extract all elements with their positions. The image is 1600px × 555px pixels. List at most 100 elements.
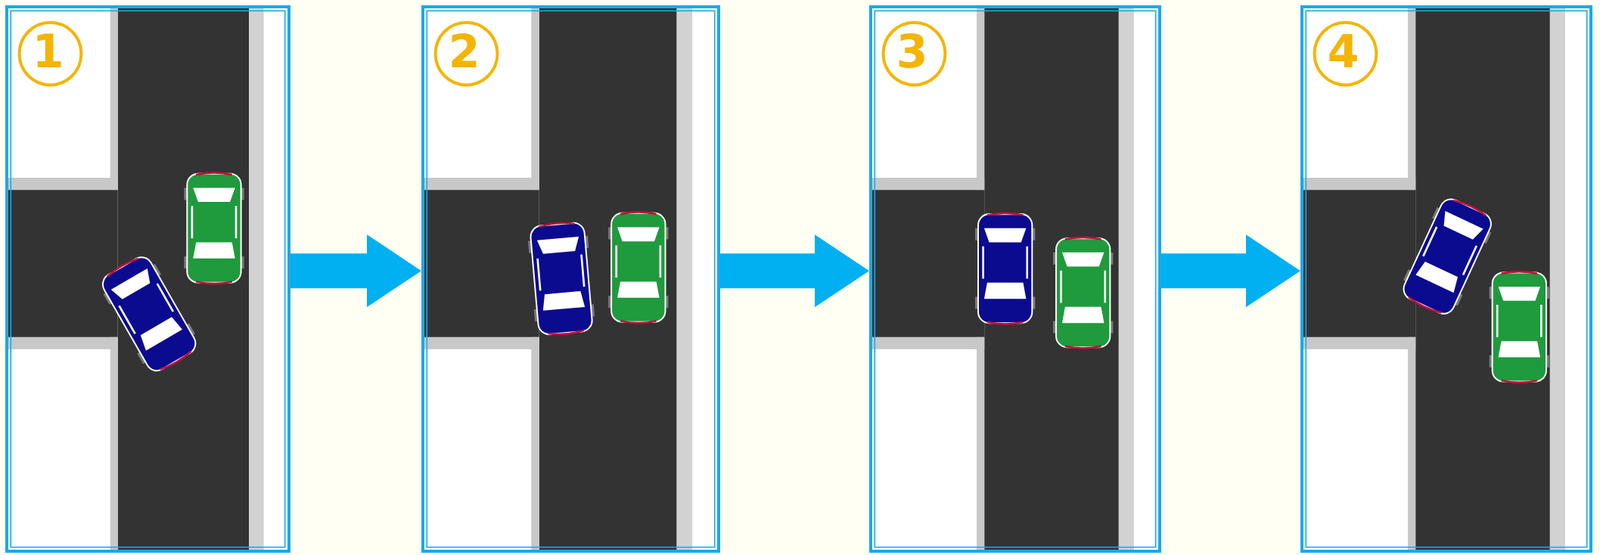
blue-car bbox=[526, 220, 597, 337]
step-panel: 3 bbox=[869, 5, 1162, 554]
sidewalk bbox=[248, 8, 265, 550]
curb bbox=[110, 337, 119, 550]
curb bbox=[424, 337, 540, 350]
car-side-window bbox=[157, 283, 174, 312]
car-window bbox=[537, 236, 581, 255]
inner-frame bbox=[1305, 10, 1587, 547]
car-window bbox=[137, 315, 183, 351]
car-window bbox=[1415, 260, 1461, 293]
blue-car bbox=[1397, 193, 1498, 320]
car-side-window bbox=[537, 258, 541, 292]
car-side-window bbox=[981, 246, 985, 280]
sidewalk bbox=[1118, 8, 1134, 550]
curb bbox=[1407, 337, 1416, 550]
inner-frame bbox=[426, 10, 715, 547]
car-light bbox=[1065, 346, 1102, 349]
road-scene bbox=[424, 8, 718, 550]
car-window bbox=[984, 228, 1026, 243]
curb bbox=[531, 337, 539, 550]
curb bbox=[8, 337, 119, 350]
car-light bbox=[1501, 271, 1538, 274]
car-body bbox=[611, 213, 665, 323]
car-side-window bbox=[1422, 226, 1437, 257]
green-car bbox=[1489, 271, 1550, 383]
car-window bbox=[1498, 286, 1541, 302]
step-panel: 1 bbox=[5, 5, 291, 554]
curb bbox=[872, 177, 985, 190]
ground bbox=[872, 8, 1159, 550]
side-road bbox=[8, 189, 119, 338]
curb bbox=[8, 177, 119, 190]
car-side-window bbox=[1103, 270, 1107, 304]
car-body bbox=[1400, 195, 1495, 318]
step-arrow bbox=[1161, 234, 1301, 308]
car-body bbox=[1056, 238, 1110, 348]
sidewalk bbox=[1550, 8, 1566, 550]
step-number: 2 bbox=[426, 21, 503, 82]
inner-frame bbox=[874, 10, 1156, 547]
car-light bbox=[1065, 237, 1102, 240]
ground bbox=[424, 8, 718, 550]
car-light bbox=[620, 211, 657, 215]
car-light bbox=[538, 221, 575, 227]
car-light bbox=[1453, 198, 1487, 217]
car-window bbox=[1062, 307, 1104, 324]
curb bbox=[976, 337, 985, 550]
curb bbox=[1303, 177, 1416, 190]
ground bbox=[8, 8, 288, 550]
inner-frame bbox=[10, 10, 285, 547]
curb bbox=[424, 177, 540, 190]
road-scene bbox=[1303, 8, 1590, 550]
step-arrow bbox=[720, 234, 870, 308]
car-light bbox=[620, 321, 657, 324]
curb bbox=[872, 337, 985, 350]
sidewalk bbox=[677, 8, 693, 550]
step-arrow bbox=[290, 234, 422, 308]
car-side-window bbox=[615, 245, 618, 278]
side-road bbox=[872, 189, 985, 338]
step-panel: 4 bbox=[1300, 5, 1593, 554]
car-side-window bbox=[118, 305, 135, 334]
car-light bbox=[1407, 297, 1442, 315]
green-car bbox=[183, 172, 244, 284]
car-window bbox=[111, 268, 155, 302]
car-light bbox=[160, 351, 193, 371]
car-window bbox=[1439, 211, 1484, 243]
step-number: 4 bbox=[1305, 21, 1382, 82]
car-light bbox=[987, 322, 1024, 325]
car-light bbox=[195, 281, 233, 284]
car-side-window bbox=[1540, 304, 1543, 338]
step-number: 1 bbox=[10, 21, 87, 82]
curb bbox=[1303, 337, 1416, 350]
car-body bbox=[186, 173, 241, 283]
car-window bbox=[617, 226, 660, 242]
car-window bbox=[192, 242, 235, 258]
car-side-window bbox=[235, 205, 238, 239]
green-car bbox=[608, 211, 668, 324]
curb bbox=[1407, 8, 1416, 190]
car-light bbox=[547, 330, 585, 336]
car-side-window bbox=[659, 245, 662, 278]
blue-car bbox=[96, 251, 203, 378]
car-side-window bbox=[580, 254, 585, 288]
green-car bbox=[1053, 237, 1113, 349]
car-body bbox=[1492, 272, 1547, 382]
car-window bbox=[617, 281, 660, 298]
car-side-window bbox=[1496, 304, 1499, 338]
car-light bbox=[1501, 380, 1538, 383]
curb bbox=[531, 8, 539, 190]
car-side-window bbox=[191, 205, 194, 239]
road-scene bbox=[872, 8, 1159, 550]
car-window bbox=[1498, 341, 1541, 358]
car-body bbox=[99, 253, 200, 376]
car-side-window bbox=[1025, 246, 1029, 280]
car-light bbox=[987, 213, 1024, 216]
car-light bbox=[105, 257, 138, 277]
side-road bbox=[1303, 189, 1416, 338]
step-panel: 2 bbox=[421, 5, 721, 554]
blue-car bbox=[975, 213, 1035, 325]
main-road bbox=[1415, 8, 1551, 550]
curb bbox=[976, 8, 985, 190]
